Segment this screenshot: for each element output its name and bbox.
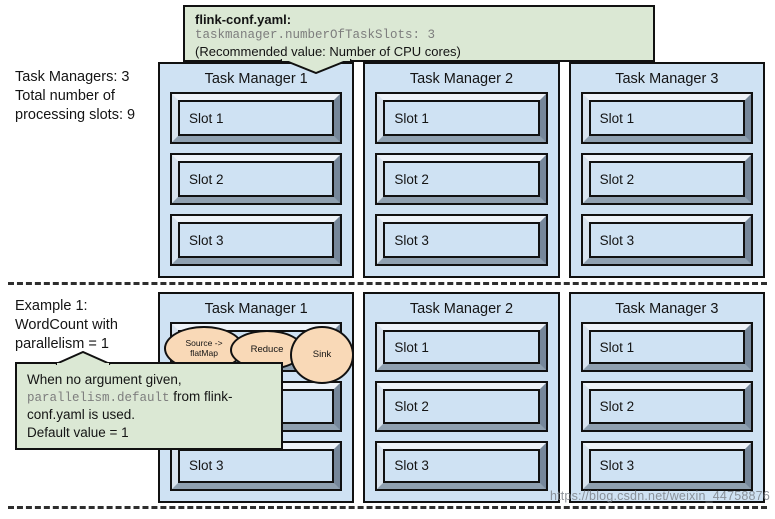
slot-stack: Slot 1 Slot 2 Slot 3 [375,322,548,491]
slot: Slot 2 [375,381,548,432]
example-line: Example 1: [15,298,88,314]
slot-label: Slot 2 [588,389,745,424]
slot-stack: Slot 1 Slot 2 Slot 3 [170,92,343,266]
slot-stack: Slot 1 Slot 2 Slot 3 [580,322,753,491]
slot: Slot 2 [375,153,548,205]
parallelism-default-callout: When no argument given, parallelism.defa… [15,351,283,450]
example-line: WordCount with [15,317,118,334]
slot: Slot 1 [170,92,343,144]
operator-sink: Sink [290,326,354,384]
slot: Slot 1 [375,322,548,373]
slot-label: Slot 2 [588,161,745,197]
slot: Slot 2 [170,153,343,205]
callout-text: from flink-conf.yaml is used. [27,389,233,423]
task-manager-title: Task Manager 1 [204,71,308,87]
slot-label: Slot 1 [588,330,745,365]
summary-line: processing slots: 9 [15,107,136,124]
slot: Slot 2 [580,153,753,205]
slot-label: Slot 1 [383,330,540,365]
callout-line: parallelism.default from flink-conf.yaml… [27,388,271,423]
config-code-line: taskmanager.numberOfTaskSlots: 3 [195,28,436,43]
slot-label: Slot 1 [383,100,540,136]
example-label: Example 1: WordCount with parallelism = … [15,297,118,354]
slot-label: Slot 2 [178,161,335,197]
slot: Slot 3 [375,214,548,266]
slot: Slot 1 [375,92,548,144]
slot-stack: Slot 1 Slot 2 Slot 3 [580,92,753,266]
slot: Slot 1 [580,322,753,373]
slot-label: Slot 3 [178,448,335,483]
flink-conf-callout: flink-conf.yaml: taskmanager.numberOfTas… [183,5,655,74]
slot-label: Slot 1 [178,100,335,136]
dashed-separator [8,506,767,509]
task-manager-3-example: Task Manager 3 Slot 1 Slot 2 Slot 3 [568,292,765,503]
slot: Slot 3 [170,214,343,266]
task-manager-title: Task Manager 2 [409,71,514,87]
callout-pointer-up [55,351,111,365]
task-manager-title: Task Manager 3 [615,301,719,317]
slot: Slot 3 [580,214,753,266]
task-manager-row-1: Task Manager 1 Slot 1 Slot 2 Slot 3 Task… [158,62,765,278]
slot-label: Slot 2 [383,161,540,197]
slot-label: Slot 3 [588,222,745,258]
slot: Slot 1 [580,92,753,144]
summary-line: Task Managers: 3 [15,69,130,85]
slot-label: Slot 3 [588,448,745,483]
task-manager-3: Task Manager 3 Slot 1 Slot 2 Slot 3 [568,62,765,278]
slot-label: Slot 3 [383,222,540,258]
slot: Slot 3 [580,440,753,491]
slot: Slot 3 [375,440,548,491]
task-manager-title: Task Manager 2 [409,301,514,317]
config-note: (Recommended value: Number of CPU cores) [195,44,461,60]
task-manager-1: Task Manager 1 Slot 1 Slot 2 Slot 3 [158,62,355,278]
task-manager-2: Task Manager 2 Slot 1 Slot 2 Slot 3 [363,62,560,278]
slot-label: Slot 3 [178,222,335,258]
slot-label: Slot 3 [383,448,540,483]
task-manager-title: Task Manager 3 [615,71,719,87]
slot-label: Slot 1 [588,100,745,136]
task-managers-summary-label: Task Managers: 3 Total number of process… [15,68,135,125]
config-file-title: flink-conf.yaml: [195,12,292,27]
task-manager-2-example: Task Manager 2 Slot 1 Slot 2 Slot 3 [363,292,560,503]
callout-line: When no argument given, [27,372,182,387]
callout-line: Default value = 1 [27,424,129,440]
slot-label: Slot 2 [383,389,540,424]
dashed-separator [8,282,767,285]
task-manager-title: Task Manager 1 [204,301,308,317]
summary-line: Total number of [15,88,115,105]
slot: Slot 2 [580,381,753,432]
parallelism-code: parallelism.default [27,391,170,406]
slot-stack: Slot 1 Slot 2 Slot 3 [375,92,548,266]
example-line: parallelism = 1 [15,336,109,353]
csdn-watermark: https://blog.csdn.net/weixin_44758876 [549,489,770,503]
callout-pointer-down [280,59,352,74]
